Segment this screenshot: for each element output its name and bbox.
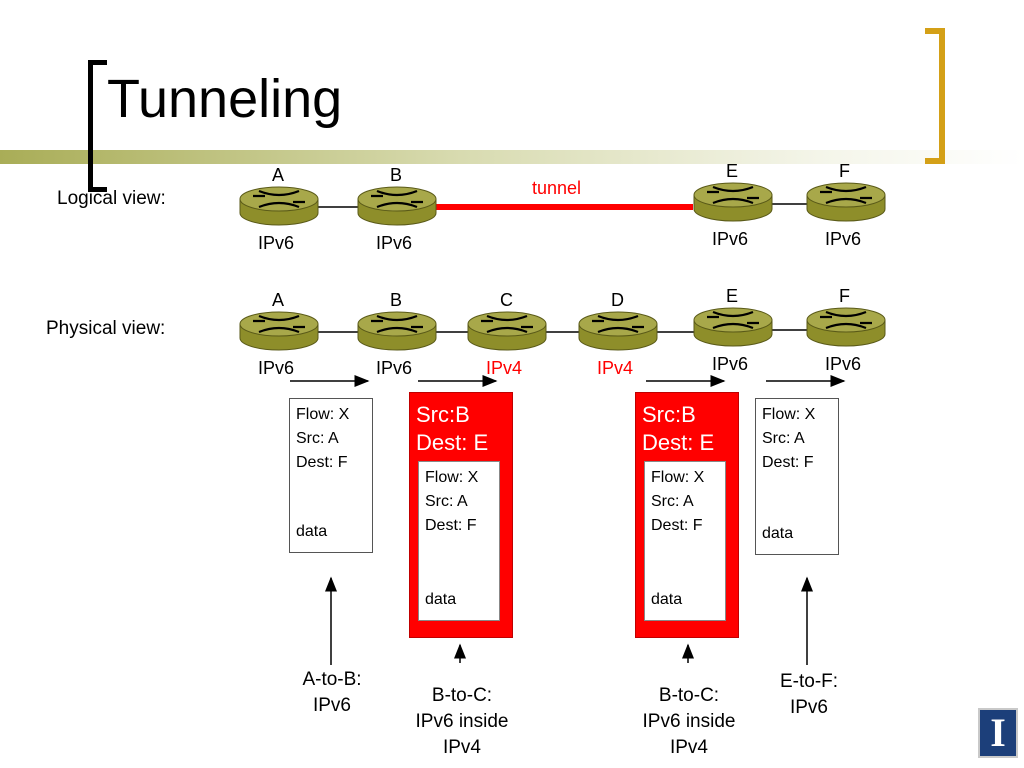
packet-data: data — [425, 591, 457, 608]
packet-src: Src: A — [425, 493, 468, 510]
router-x-icon — [820, 310, 872, 330]
router-name: F — [839, 286, 850, 306]
caption-line: IPv6 — [312, 695, 352, 716]
router-physical-C — [467, 311, 547, 351]
router-name: D — [611, 290, 624, 310]
router-logical-B — [357, 186, 437, 226]
router-x-icon — [707, 310, 759, 330]
router-protocol: IPv6 — [258, 233, 295, 253]
router-physical-B — [357, 311, 437, 351]
router-logical-E — [693, 182, 773, 222]
router-x-icon — [253, 314, 305, 334]
right-bracket — [925, 28, 945, 164]
router-logical-A — [239, 186, 319, 226]
router-name: B — [390, 165, 403, 185]
logo-letter: I — [990, 710, 1006, 755]
router-logical-F — [806, 182, 886, 222]
outer-dest: Dest: E — [416, 430, 489, 455]
caption-line: B-to-C: — [658, 685, 720, 706]
packet-e-to-f: Flow: X Src: A Dest: F data — [755, 398, 839, 555]
router-x-icon — [481, 314, 533, 334]
caption-line: IPv4 — [669, 737, 709, 758]
packet-dest: Dest: F — [296, 454, 348, 471]
packet-a-to-b: Flow: X Src: A Dest: F data — [289, 398, 373, 553]
router-x-icon — [820, 185, 872, 205]
router-name: C — [500, 290, 513, 310]
caption-a-to-b: A-to-B: IPv6 — [280, 667, 384, 719]
title-band — [0, 150, 1024, 164]
router-physical-F — [806, 307, 886, 347]
router-name: B — [390, 290, 403, 310]
caption-line: A-to-B: — [302, 669, 362, 690]
router-x-icon — [371, 314, 423, 334]
router-x-icon — [707, 185, 759, 205]
router-name: A — [272, 290, 285, 310]
university-logo: I — [978, 708, 1018, 758]
router-name: E — [726, 286, 739, 306]
physical-view-label: Physical view: — [46, 318, 166, 339]
outer-src: Src:B — [642, 402, 696, 427]
router-name: F — [839, 161, 850, 181]
router-x-icon — [253, 189, 305, 209]
outer-dest: Dest: E — [642, 430, 715, 455]
router-physical-A — [239, 311, 319, 351]
packet-src: Src: A — [651, 493, 694, 510]
router-protocol: IPv6 — [376, 358, 413, 378]
left-bracket — [88, 60, 107, 192]
packet-src: Src: A — [762, 430, 805, 447]
router-protocol: IPv6 — [825, 229, 862, 249]
packet-data: data — [651, 591, 683, 608]
caption-e-to-f: E-to-F: IPv6 — [757, 669, 861, 721]
caption-line: B-to-C: — [431, 685, 493, 706]
packet-flow: Flow: X — [425, 469, 479, 486]
caption-line: IPv6 inside — [415, 711, 509, 732]
tunnel-label: tunnel — [532, 178, 582, 198]
packet-data: data — [296, 523, 328, 540]
router-x-icon — [592, 314, 644, 334]
packet-data: data — [762, 525, 794, 542]
logical-view-label: Logical view: — [57, 188, 166, 209]
page-title: Tunneling — [107, 69, 343, 129]
packet-src: Src: A — [296, 430, 339, 447]
outer-src: Src:B — [416, 402, 470, 427]
router-protocol: IPv6 — [258, 358, 295, 378]
packet-flow: Flow: X — [651, 469, 705, 486]
packet-b-to-c-2: Src:B Dest: E Flow: X Src: A Dest: F dat… — [635, 392, 739, 638]
packet-dest: Dest: F — [651, 517, 703, 534]
inner-packet: Flow: X Src: A Dest: F data — [418, 461, 500, 621]
caption-line: IPv6 inside — [642, 711, 736, 732]
router-protocol: IPv6 — [825, 354, 862, 374]
packet-b-to-c-1: Src:B Dest: E Flow: X Src: A Dest: F dat… — [409, 392, 513, 638]
caption-line: IPv6 — [789, 697, 829, 718]
caption-line: IPv4 — [442, 737, 482, 758]
packet-dest: Dest: F — [762, 454, 814, 471]
inner-packet: Flow: X Src: A Dest: F data — [644, 461, 726, 621]
router-protocol: IPv6 — [712, 229, 749, 249]
router-name: E — [726, 161, 739, 181]
router-protocol: IPv6 — [712, 354, 749, 374]
router-protocol: IPv4 — [597, 358, 634, 378]
router-protocol: IPv6 — [376, 233, 413, 253]
caption-b-to-c-1: B-to-C: IPv6 inside IPv4 — [400, 683, 524, 761]
packet-dest: Dest: F — [425, 517, 477, 534]
router-name: A — [272, 165, 285, 185]
packet-flow: Flow: X — [296, 406, 350, 423]
router-physical-E — [693, 307, 773, 347]
router-physical-D — [578, 311, 658, 351]
caption-b-to-c-2: B-to-C: IPv6 inside IPv4 — [627, 683, 751, 761]
router-x-icon — [371, 189, 423, 209]
packet-flow: Flow: X — [762, 406, 816, 423]
caption-line: E-to-F: — [779, 671, 839, 692]
router-protocol: IPv4 — [486, 358, 523, 378]
